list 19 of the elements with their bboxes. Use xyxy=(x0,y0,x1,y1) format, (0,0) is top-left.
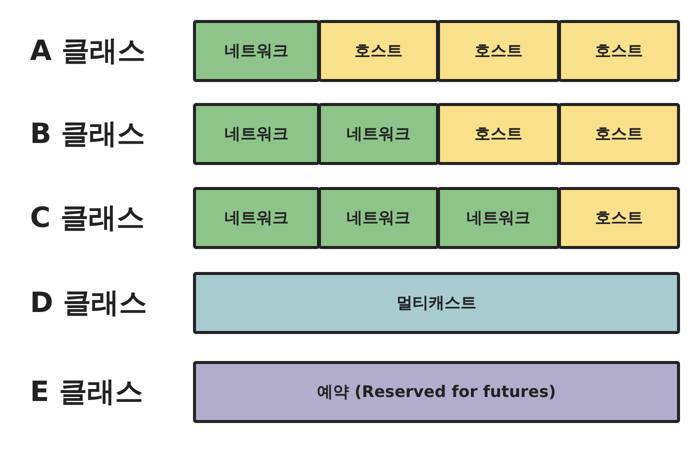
address-segment: 호스트 xyxy=(318,20,439,82)
address-segment: 네트워크 xyxy=(318,103,439,165)
class-label: A 클래스 xyxy=(30,33,146,69)
address-segment: 네트워크 xyxy=(437,187,560,249)
address-segment: 네트워크 xyxy=(193,20,320,82)
address-segment: 네트워크 xyxy=(193,187,320,249)
address-segment: 네트워크 xyxy=(318,187,439,249)
class-label: C 클래스 xyxy=(30,200,144,236)
address-segment: 호스트 xyxy=(558,103,680,165)
address-segment: 호스트 xyxy=(437,103,560,165)
class-label: D 클래스 xyxy=(30,285,147,321)
class-label: E 클래스 xyxy=(30,374,143,410)
address-segment: 네트워크 xyxy=(193,103,320,165)
address-segment: 호스트 xyxy=(558,20,680,82)
class-label: B 클래스 xyxy=(30,116,146,152)
address-segment: 예약 (Reserved for futures) xyxy=(193,361,680,423)
address-segment: 호스트 xyxy=(558,187,680,249)
address-segment: 호스트 xyxy=(437,20,560,82)
address-segment: 멀티캐스트 xyxy=(193,272,680,334)
